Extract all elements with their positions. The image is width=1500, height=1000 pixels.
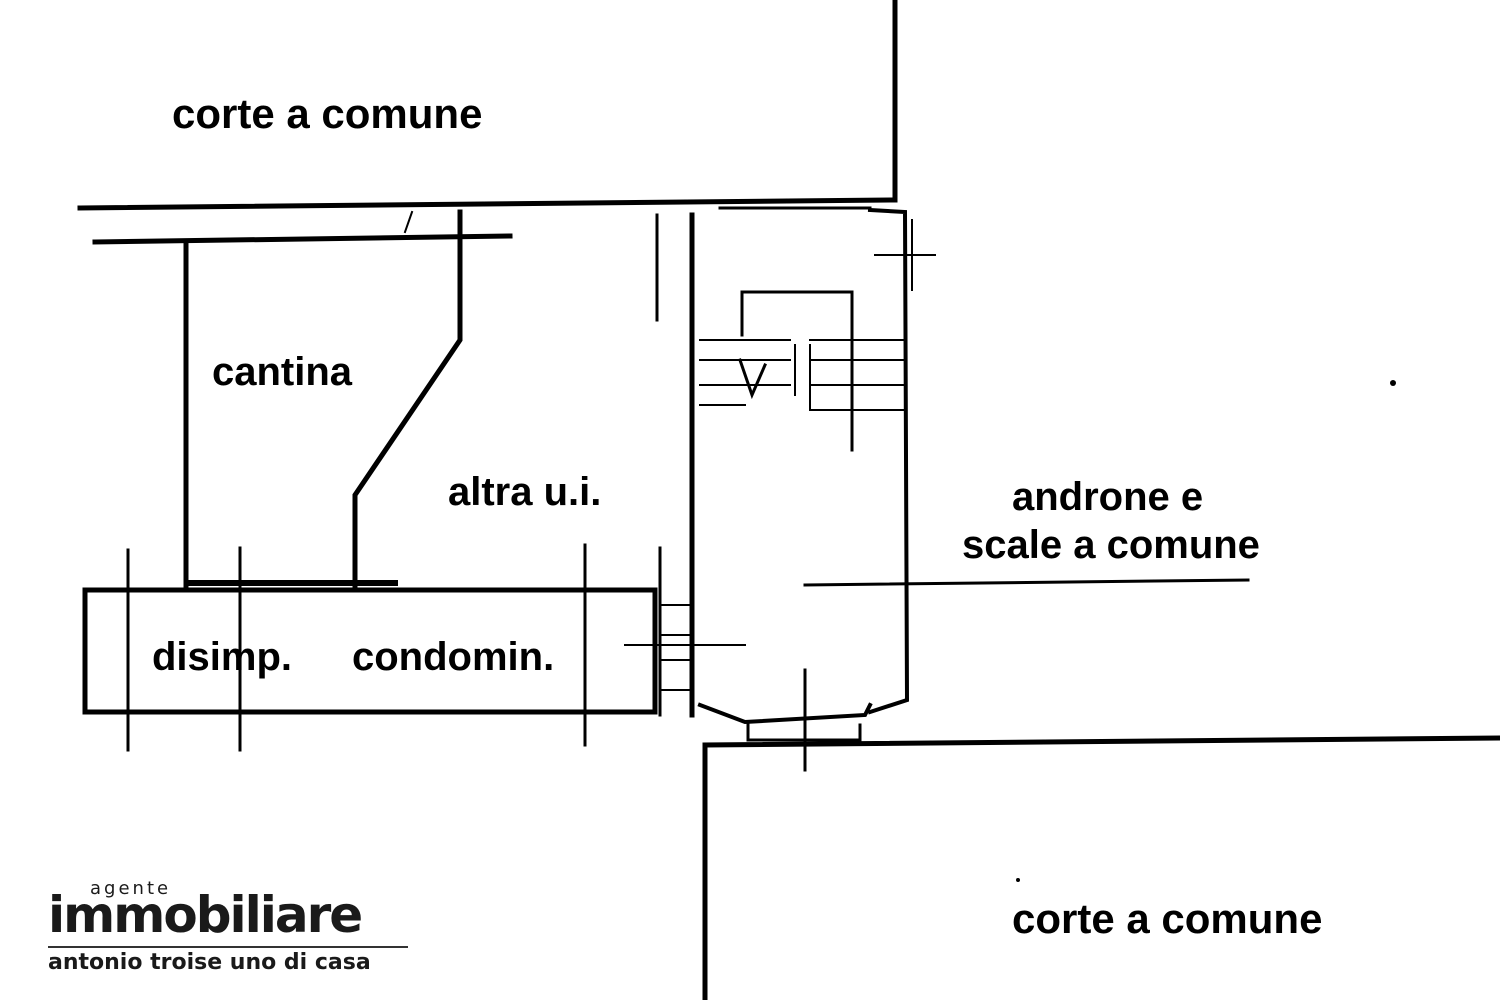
agency-logo: agente immobiliare antonio troise uno di… — [48, 878, 418, 988]
logo-agente: agente — [90, 878, 172, 899]
label-disimp: disimp. — [152, 635, 292, 679]
walls — [77, 0, 1500, 1000]
logo-divider — [48, 946, 408, 948]
label-condomin: condomin. — [352, 635, 554, 679]
label-androne-line2: scale a comune — [962, 523, 1260, 567]
room-labels: corte a comune cantina altra u.i. andron… — [152, 90, 1322, 942]
logo-tagline: antonio troise uno di casa — [48, 950, 371, 975]
label-corte-bottom: corte a comune — [1012, 895, 1322, 942]
label-altra-ui: altra u.i. — [448, 470, 601, 514]
label-cantina: cantina — [212, 350, 353, 394]
label-androne-line1: androne e — [1012, 475, 1203, 519]
label-corte-top: corte a comune — [172, 90, 482, 137]
logo-immobiliare: immobiliare — [48, 886, 363, 944]
